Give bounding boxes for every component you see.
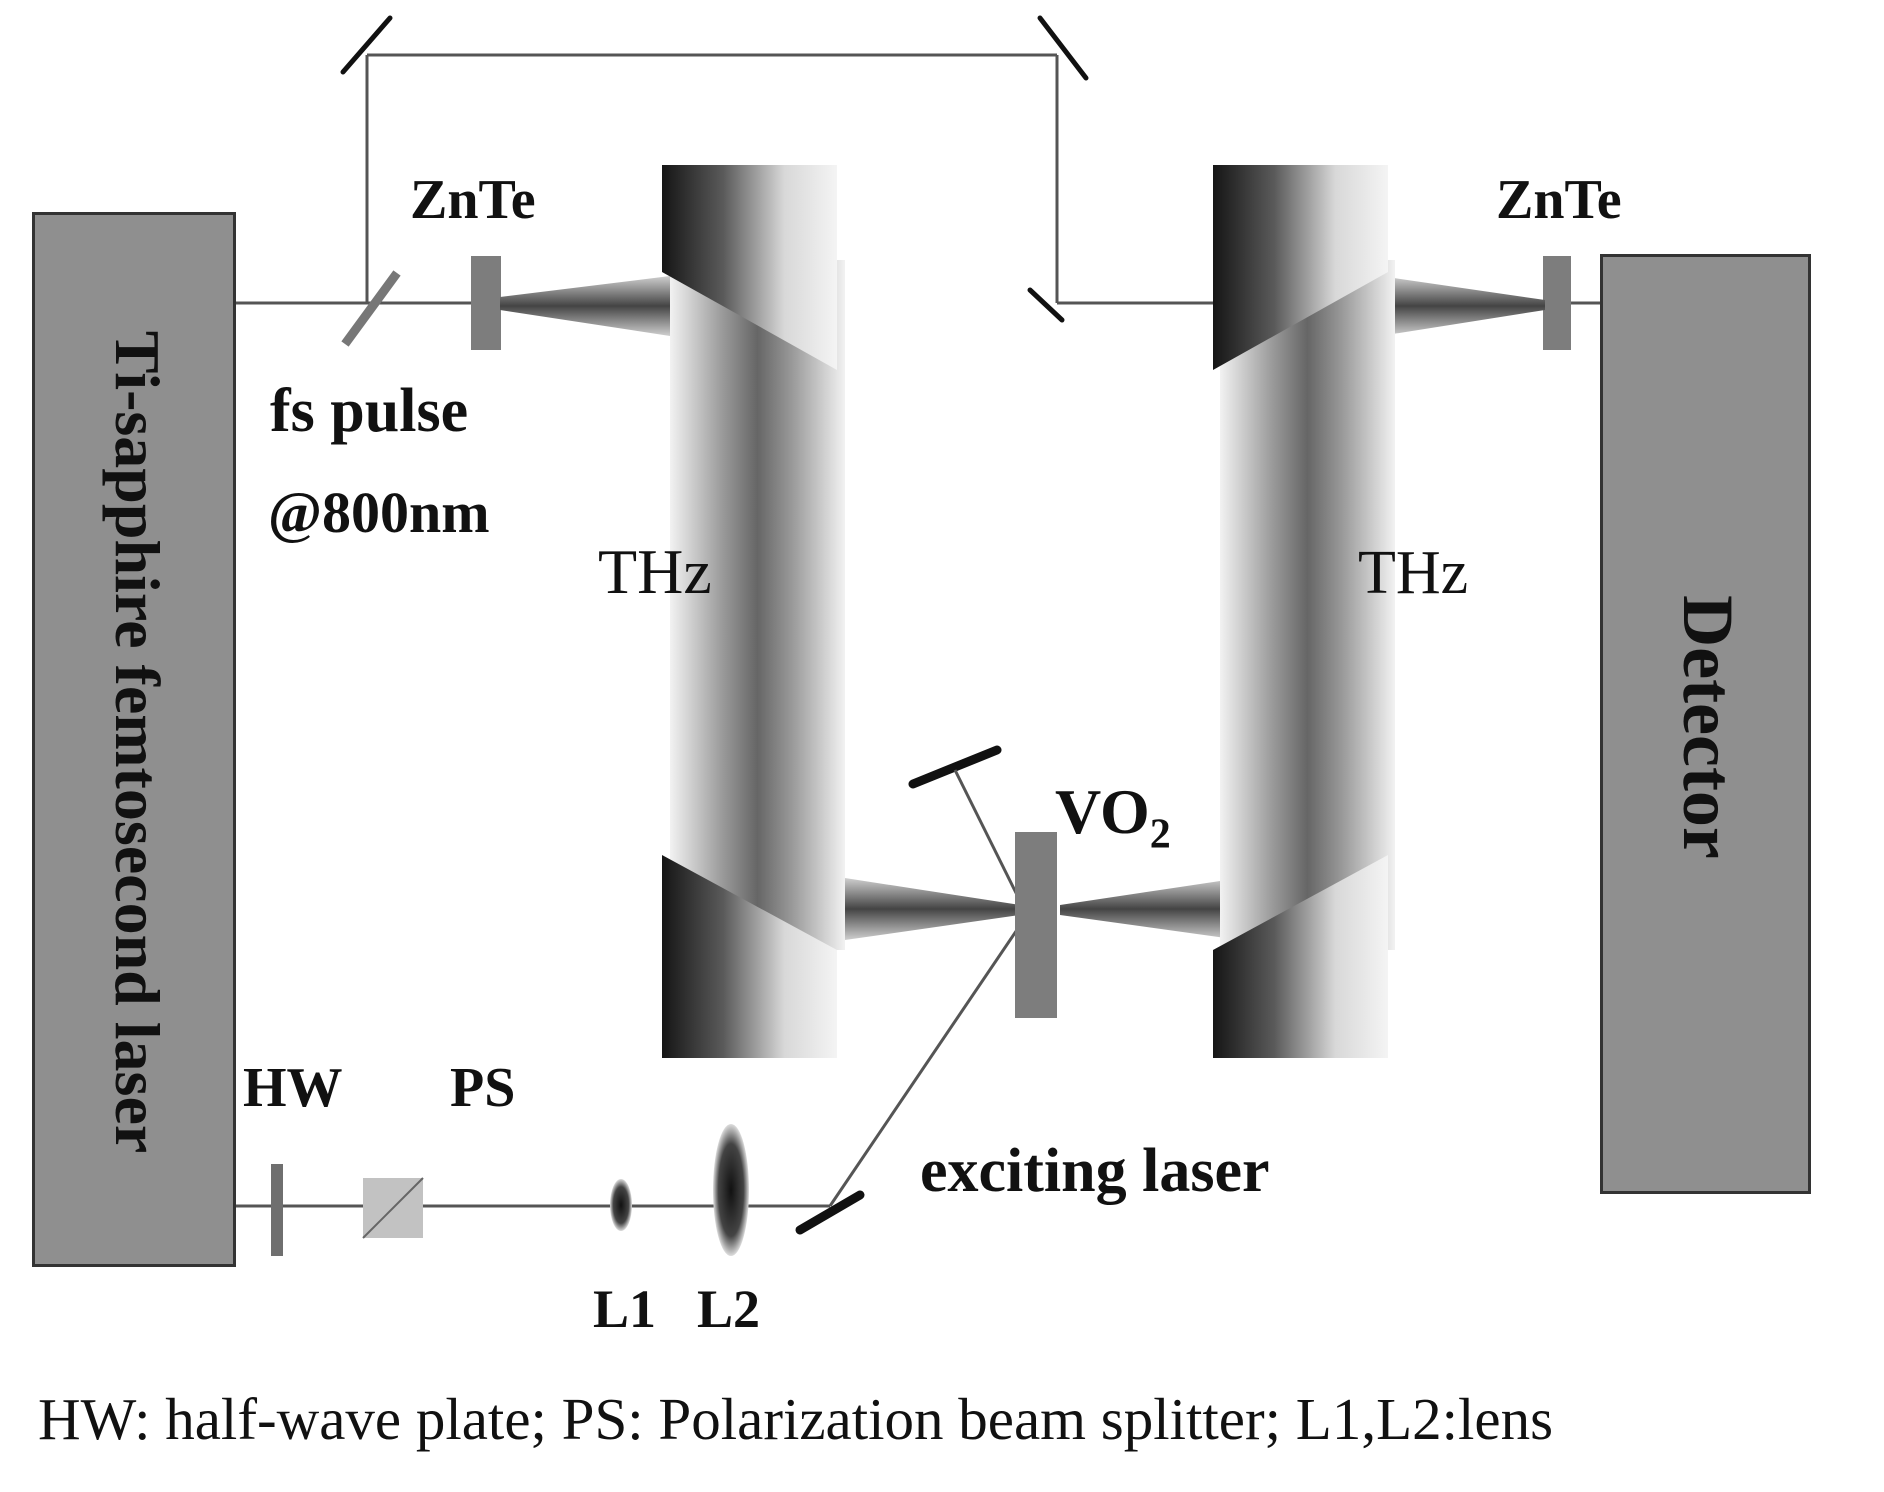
znte-crystal-right [1543,256,1571,350]
laser-box: Ti-sapphire femtosecond laser [32,212,236,1267]
znte-label-left: ZnTe [410,169,536,231]
wavelength-label: @800nm [268,480,490,545]
mirror-top-left [340,15,393,75]
parabolic-mirror-left-bottom [662,855,837,1058]
vo2-label-main: VO [1055,776,1150,847]
laser-label: Ti-sapphire femtosecond laser [102,330,173,1154]
znte-crystal-left [471,256,501,350]
thz-beam-right [1220,260,1395,950]
mirror-right-lower [1027,287,1065,323]
vo2-sample [1015,832,1057,1018]
ps-label: PS [450,1057,516,1119]
detector-box: Detector [1600,254,1811,1194]
caption: HW: half-wave plate; PS: Polarization be… [38,1386,1554,1452]
znte-label-right: ZnTe [1496,169,1622,231]
mirror-exciting-bottom [795,1190,865,1235]
l1-label: L1 [593,1279,657,1339]
vo2-label-subscript: 2 [1149,811,1171,858]
mirror-exciting-top [908,745,1002,789]
thz-cone-emitter [500,276,670,336]
parabolic-mirror-left-top [662,165,837,370]
half-wave-plate [271,1164,283,1256]
parabolic-mirror-right-top [1213,165,1388,370]
exciting-laser-label: exciting laser [920,1137,1270,1205]
mirrors [340,15,1089,1235]
lens-l2 [713,1124,749,1256]
hw-label: HW [243,1057,343,1119]
polarization-beam-splitter [362,1177,424,1239]
l2-label: L2 [697,1279,761,1339]
exciting-beam-path [233,769,1029,1208]
beam-splitter [341,270,401,347]
thz-cone-sample-left [845,878,1020,940]
thz-label-right: THz [1358,539,1469,607]
thz-beam-left [670,260,845,950]
detector-label: Detector [1668,595,1748,859]
lens-l1 [610,1179,632,1231]
thz-cone-detector [1380,276,1545,336]
thz-label-left: THz [598,536,712,607]
parabolic-mirror-right-bottom [1213,855,1388,1058]
thz-cone-sample-right [1060,878,1240,940]
vo2-label: VO2 [1055,780,1171,856]
mirror-top-right [1037,15,1089,81]
fs-pulse-label: fs pulse [270,377,469,445]
